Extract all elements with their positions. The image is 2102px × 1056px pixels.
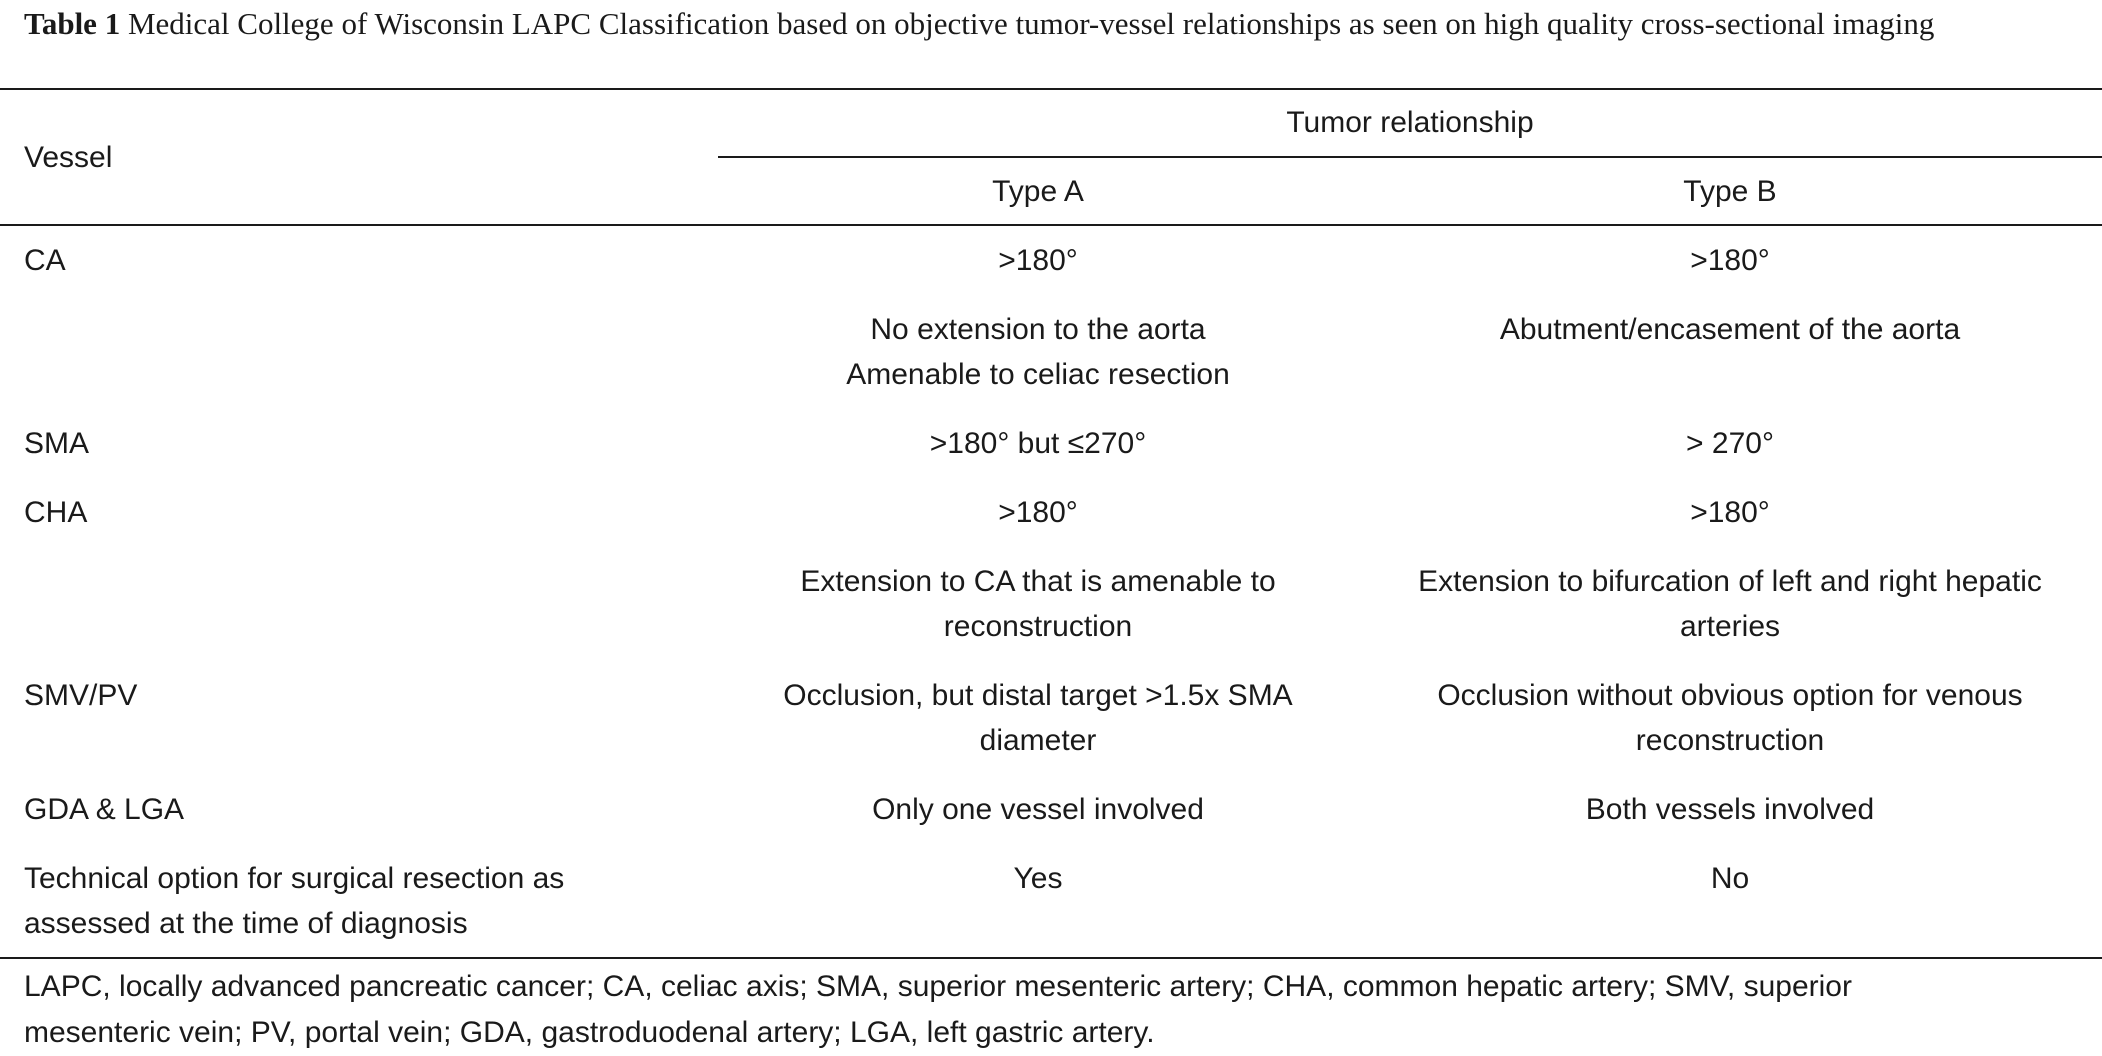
row-smv-pv-type-a-line1: Occlusion, but distal target >1.5x SMA bbox=[783, 679, 1293, 712]
row-cha-detail-type-a-line2: reconstruction bbox=[943, 610, 1133, 643]
header-vessel: Vessel bbox=[24, 141, 113, 174]
header-bottom-rule bbox=[0, 224, 2102, 226]
row-gda-lga-type-b: Both vessels involved bbox=[1585, 793, 1875, 826]
row-ca-detail-type-b: Abutment/encasement of the aorta bbox=[1499, 313, 1961, 346]
group-header-rule bbox=[718, 156, 2102, 158]
row-smv-pv-type-a: Occlusion, but distal target >1.5x SMA d… bbox=[720, 673, 1356, 763]
row-technical-option-line1: Technical option for surgical resection … bbox=[24, 862, 565, 895]
row-vessel-technical-option: Technical option for surgical resection … bbox=[24, 856, 704, 946]
row-cha-detail-type-b-line1: Extension to bifurcation of left and rig… bbox=[1418, 565, 2042, 598]
row-sma-type-b: > 270° bbox=[1686, 427, 1774, 460]
row-smv-pv-type-b-line1: Occlusion without obvious option for ven… bbox=[1437, 679, 2023, 712]
row-cha-detail-type-b-line2: arteries bbox=[1679, 610, 1781, 643]
row-ca-type-b: >180° bbox=[1690, 244, 1770, 277]
row-ca-type-a: >180° bbox=[998, 244, 1078, 277]
row-ca-detail-type-a-line2: Amenable to celiac resection bbox=[846, 358, 1230, 391]
row-smv-pv-type-b: Occlusion without obvious option for ven… bbox=[1358, 673, 2102, 763]
row-vessel-sma: SMA bbox=[24, 427, 90, 460]
row-cha-detail-type-a-line1: Extension to CA that is amenable to bbox=[800, 565, 1276, 598]
row-gda-lga-type-a: Only one vessel involved bbox=[872, 793, 1204, 826]
row-cha-type-a: >180° bbox=[998, 496, 1078, 529]
row-cha-detail-type-a: Extension to CA that is amenable to reco… bbox=[720, 559, 1356, 649]
row-smv-pv-type-b-line2: reconstruction bbox=[1635, 724, 1825, 757]
row-vessel-smv-pv: SMV/PV bbox=[24, 679, 138, 712]
row-technical-option-line2: assessed at the time of diagnosis bbox=[24, 907, 468, 940]
row-smv-pv-type-a-line2: diameter bbox=[979, 724, 1097, 757]
header-tumor-relationship: Tumor relationship bbox=[1286, 106, 1534, 139]
row-cha-type-b: >180° bbox=[1690, 496, 1770, 529]
table-caption-text: Medical College of Wisconsin LAPC Classi… bbox=[127, 6, 1935, 41]
table-footnote-line1: LAPC, locally advanced pancreatic cancer… bbox=[24, 970, 1852, 1003]
row-vessel-ca: CA bbox=[24, 244, 66, 277]
table-top-rule bbox=[0, 88, 2102, 90]
row-vessel-gda-lga: GDA & LGA bbox=[24, 793, 185, 826]
row-vessel-cha: CHA bbox=[24, 496, 88, 529]
row-technical-option-type-a: Yes bbox=[1013, 862, 1063, 895]
header-type-a: Type A bbox=[992, 175, 1084, 208]
row-ca-detail-type-a-line1: No extension to the aorta bbox=[870, 313, 1206, 346]
table-footnote: LAPC, locally advanced pancreatic cancer… bbox=[24, 964, 2084, 1056]
table-bottom-rule bbox=[0, 957, 2102, 959]
row-sma-type-a: >180° but ≤270° bbox=[929, 427, 1147, 460]
row-ca-detail-type-a: No extension to the aorta Amenable to ce… bbox=[720, 307, 1356, 397]
row-cha-detail-type-b: Extension to bifurcation of left and rig… bbox=[1358, 559, 2102, 649]
table-caption: Table 1 Medical College of Wisconsin LAP… bbox=[24, 2, 2084, 46]
table-footnote-line2: mesenteric vein; PV, portal vein; GDA, g… bbox=[24, 1016, 1155, 1049]
row-technical-option-type-b: No bbox=[1710, 862, 1750, 895]
table-caption-label: Table 1 bbox=[24, 6, 121, 41]
header-type-b: Type B bbox=[1683, 175, 1777, 208]
